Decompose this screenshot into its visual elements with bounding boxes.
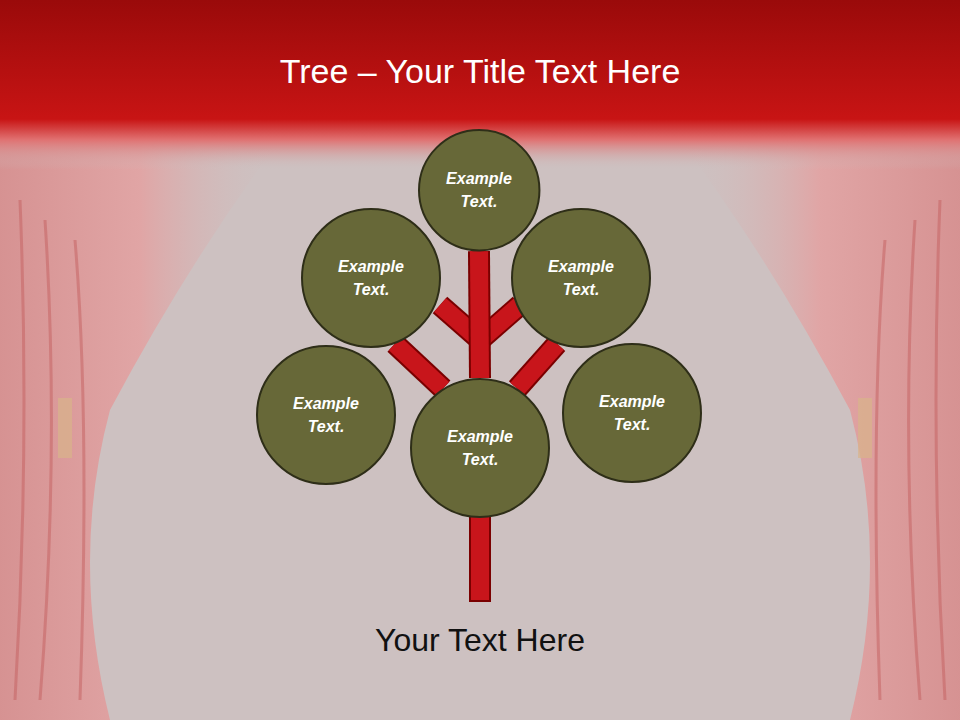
tree-circle: Example Text. [301, 208, 441, 348]
tree-circle: Example Text. [410, 378, 550, 518]
circle-outline [256, 345, 396, 485]
circle-outline [511, 208, 651, 348]
circle-text: Example Text. [278, 392, 374, 438]
circle-text: Example Text. [323, 255, 419, 301]
left-curtain [0, 130, 280, 720]
right-tassel [858, 398, 872, 458]
tree-circle: Example Text. [562, 343, 702, 483]
circle-outline [562, 343, 702, 483]
left-tassel [58, 398, 72, 458]
circle-outline [301, 208, 441, 348]
tree-circle: Example Text. [511, 208, 651, 348]
slide-title: Tree – Your Title Text Here [0, 52, 960, 91]
tree-circle: Example Text. [418, 129, 540, 251]
circle-outline [418, 129, 540, 251]
tree-branch [395, 344, 443, 389]
right-curtain [680, 130, 960, 720]
tree-circle: Example Text. [256, 345, 396, 485]
slide-caption: Your Text Here [0, 622, 960, 659]
circle-text: Example Text. [584, 390, 680, 436]
circle-outline [410, 378, 550, 518]
tree-branch [517, 344, 557, 389]
circle-text: Example Text. [432, 425, 528, 471]
circle-text: Example Text. [431, 167, 527, 213]
circle-text: Example Text. [533, 255, 629, 301]
tree-branch [479, 251, 480, 378]
